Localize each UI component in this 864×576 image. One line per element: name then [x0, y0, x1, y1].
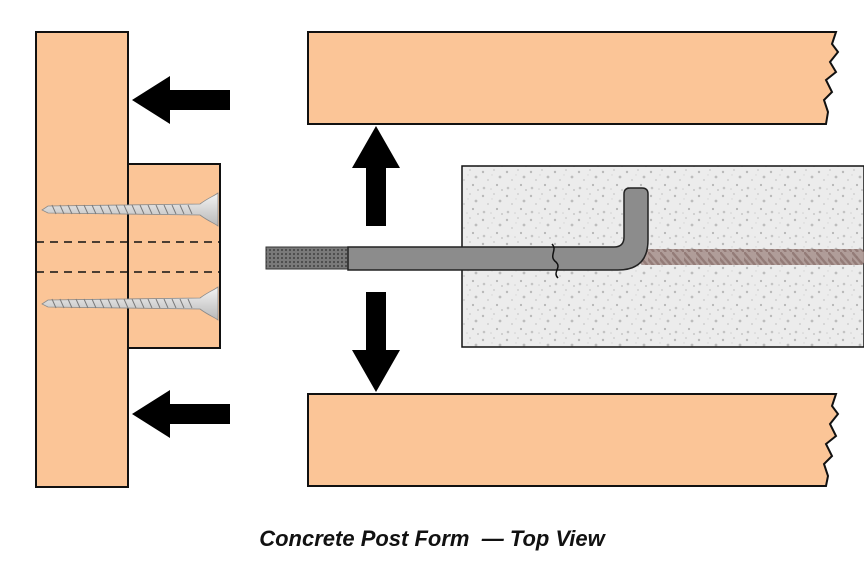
screw-bottom — [41, 286, 219, 321]
bolt-thread — [265, 246, 351, 270]
side-board-bottom — [307, 393, 840, 487]
screw-top — [41, 192, 219, 227]
arrow-down — [352, 292, 400, 392]
arrow-left-top — [132, 76, 230, 124]
tie-wire — [551, 243, 559, 279]
bolt-shank — [347, 187, 649, 271]
form-board — [35, 31, 129, 488]
spacer-block — [127, 163, 221, 349]
caption-title: Concrete Post Form — [259, 526, 470, 551]
j-bolt — [265, 187, 649, 279]
rebar — [640, 249, 864, 265]
arrow-left-bottom — [132, 390, 230, 438]
diagram-caption: Concrete Post Form — Top View — [0, 526, 864, 552]
arrow-up — [352, 126, 400, 226]
side-board-top — [307, 31, 840, 125]
caption-subtitle: — Top View — [481, 526, 605, 551]
